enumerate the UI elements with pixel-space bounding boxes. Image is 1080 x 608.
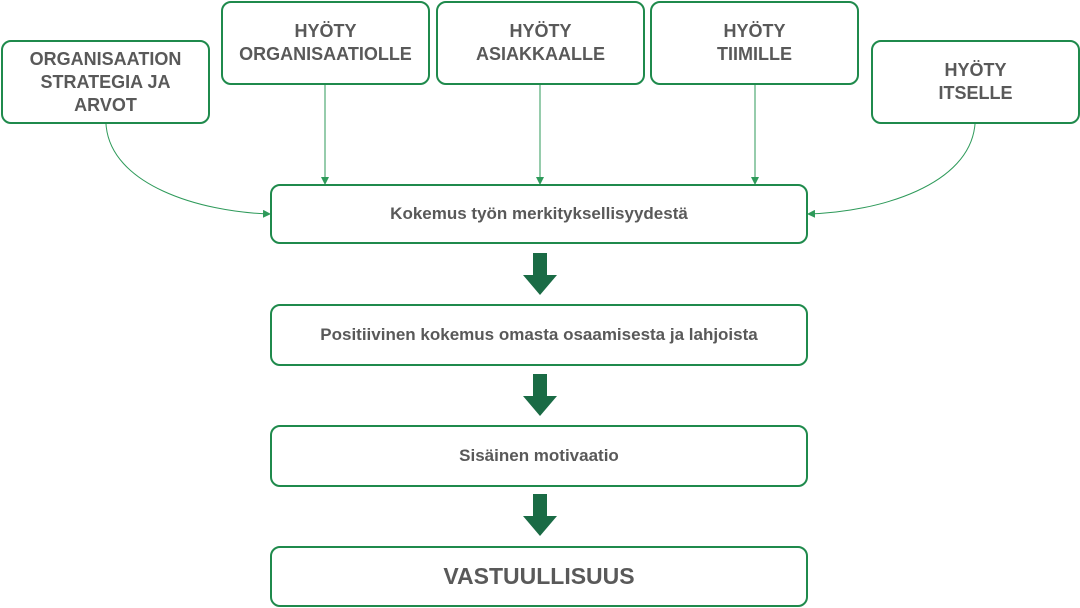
source-organisation-box: HYÖTY ORGANISAATIOLLE: [221, 1, 430, 85]
down-arrow-2: [523, 374, 557, 416]
source-self-label: HYÖTY ITSELLE: [938, 60, 1013, 103]
connector-strategy: [105, 123, 271, 218]
source-customer-box: HYÖTY ASIAKKAALLE: [436, 1, 645, 85]
result-box: VASTUULLISUUS: [270, 546, 808, 607]
source-self-box: HYÖTY ITSELLE: [871, 40, 1080, 124]
source-customer-label: HYÖTY ASIAKKAALLE: [476, 21, 605, 64]
result-label: VASTUULLISUUS: [443, 563, 635, 589]
step-meaningfulness-label: Kokemus työn merkityksellisyydestä: [390, 204, 688, 223]
source-strategy-box: ORGANISAATION STRATEGIA JA ARVOT: [1, 40, 210, 124]
source-team-label: HYÖTY TIIMILLE: [717, 21, 792, 64]
step-meaningfulness-box: Kokemus työn merkityksellisyydestä: [270, 184, 808, 244]
step-competence-box: Positiivinen kokemus omasta osaamisesta …: [270, 304, 808, 366]
connector-self: [807, 123, 976, 218]
source-team-box: HYÖTY TIIMILLE: [650, 1, 859, 85]
step-motivation-label: Sisäinen motivaatio: [459, 446, 619, 465]
down-arrow-1: [523, 253, 557, 295]
down-arrow-3: [523, 494, 557, 536]
source-organisation-label: HYÖTY ORGANISAATIOLLE: [239, 21, 412, 64]
step-motivation-box: Sisäinen motivaatio: [270, 425, 808, 487]
source-strategy-label: ORGANISAATION STRATEGIA JA ARVOT: [29, 48, 182, 115]
step-competence-label: Positiivinen kokemus omasta osaamisesta …: [320, 325, 758, 344]
